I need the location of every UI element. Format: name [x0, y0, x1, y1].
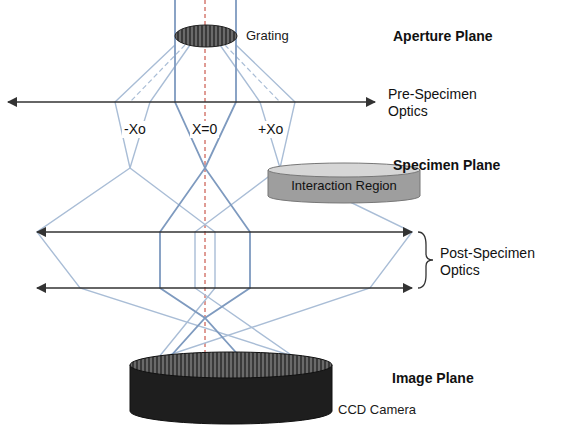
node-outline — [175, 25, 237, 47]
optical-axis — [205, 0, 206, 395]
node-text: Interaction Region — [291, 179, 397, 194]
dashed-beams — [130, 45, 280, 102]
ray — [130, 45, 412, 368]
ray — [160, 0, 250, 368]
grating-disc — [175, 25, 237, 47]
lens-arrow — [37, 287, 412, 288]
center-beam — [160, 0, 250, 368]
node-text: CCD Camera — [338, 403, 416, 418]
position-label: -Xo — [122, 121, 148, 138]
ray — [195, 45, 310, 368]
plane-label: Specimen Plane — [393, 157, 500, 174]
ray — [160, 0, 250, 368]
plane-label: Aperture Plane — [393, 28, 493, 45]
camera-shape: CCD Camera — [130, 352, 332, 424]
ray — [225, 45, 280, 102]
optics-label: Pre-Specimen Optics — [388, 86, 488, 120]
lens-arrow — [37, 231, 412, 232]
lens-arrow — [8, 101, 375, 102]
side-beams — [37, 45, 412, 368]
ray — [130, 45, 185, 102]
node-outline — [130, 352, 332, 424]
camera-sensor — [130, 352, 332, 378]
node-text: Grating — [246, 29, 289, 44]
ray — [130, 45, 215, 368]
bracket — [418, 232, 433, 288]
position-label: X=0 — [190, 121, 219, 138]
plane-label: Image Plane — [392, 370, 474, 387]
optics-label: Post-Specimen Optics — [440, 245, 545, 279]
position-label: +Xo — [256, 121, 285, 138]
grating-shape: Grating — [175, 25, 237, 47]
